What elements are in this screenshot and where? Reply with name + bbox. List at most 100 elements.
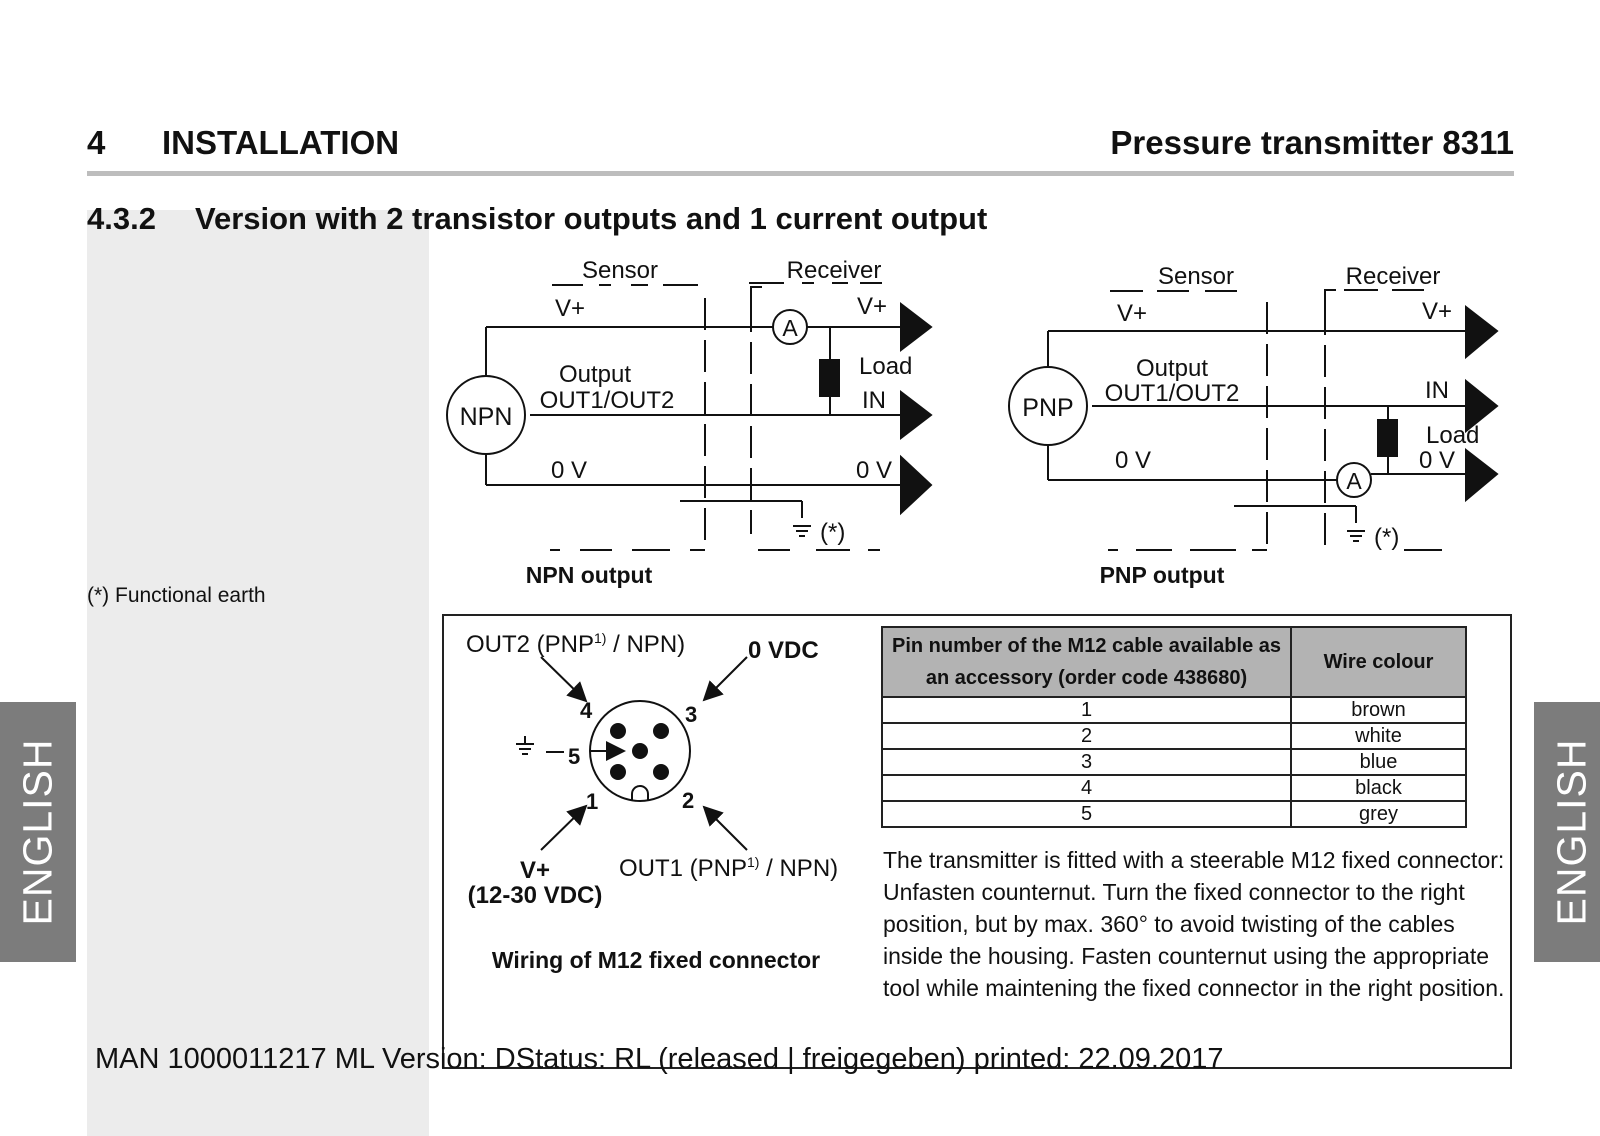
earth-icon (793, 525, 811, 537)
pin-colour-table: Pin number of the M12 cable available as… (881, 626, 1467, 828)
pnp-in-label: IN (1425, 377, 1449, 404)
npn-diagram (446, 282, 933, 551)
column-header-pin: Pin number of the M12 cable available as… (881, 626, 1292, 698)
pin-cell: 2 (881, 722, 1292, 750)
npn-zero-v-right: 0 V (856, 457, 892, 484)
pin-dot (610, 764, 626, 780)
margin-column (87, 210, 429, 1136)
header-rule (87, 171, 1514, 176)
pin3-label: 3 (685, 702, 697, 727)
chapter-title: INSTALLATION (162, 124, 400, 161)
functional-earth-footnote: (*) Functional earth (87, 584, 266, 607)
pnp-load-label: Load (1426, 422, 1479, 449)
vplus-range-label: (12-30 VDC) (468, 882, 603, 909)
pnp-caption: PNP output (1100, 562, 1225, 588)
npn-output-label: Output (559, 361, 631, 388)
terminal-arrow-icon (900, 389, 933, 441)
pnp-zero-v-left: 0 V (1115, 447, 1151, 474)
arrow-pin3 (702, 656, 748, 702)
sensor-boundary (690, 298, 706, 551)
pnp-zero-v-right: 0 V (1419, 447, 1455, 474)
colour-cell: brown (1290, 696, 1467, 724)
instruction-steps: Unfasten counternut. Turn the fixed conn… (883, 879, 1505, 1001)
npn-earth-note: (*) (820, 519, 845, 546)
npn-ammeter-label: A (782, 315, 798, 341)
ammeter-icon (772, 309, 808, 345)
npn-vplus-right: V+ (857, 293, 887, 320)
pin4-label: 4 (580, 698, 593, 723)
language-tab-left: ENGLISH (0, 702, 76, 962)
connector-panel (442, 614, 1512, 1069)
pin-cell: 4 (881, 774, 1292, 802)
load-resistor (819, 359, 840, 397)
language-tab-right: ENGLISH (1534, 702, 1600, 962)
vplus-label: V+ (520, 857, 550, 884)
pin-dot (610, 723, 626, 739)
document-footer: MAN 1000011217 ML Version: DStatus: RL (… (95, 1043, 1224, 1075)
receiver-boundary (750, 286, 762, 534)
npn-caption: NPN output (526, 562, 653, 588)
arrow-pin1 (540, 804, 588, 851)
zero-vdc-label: 0 VDC (748, 637, 819, 664)
column-header-colour: Wire colour (1290, 626, 1467, 698)
out1-label: OUT1 (PNP1) / NPN) (619, 854, 838, 882)
pin-dot (632, 743, 648, 759)
sensor-boundary (1252, 302, 1268, 551)
pnp-vplus-right: V+ (1422, 298, 1452, 325)
terminal-arrow-icon (900, 301, 933, 353)
pin-cell: 3 (881, 748, 1292, 776)
npn-in-label: IN (862, 387, 886, 414)
arrow-pin2 (702, 805, 748, 851)
pnp-device-label: PNP (1022, 394, 1073, 422)
terminal-arrow-icon (1465, 304, 1499, 360)
npn-transistor-circle (446, 375, 526, 455)
pnp-vplus-left: V+ (1117, 300, 1147, 327)
pnp-diagram (1008, 289, 1499, 551)
npn-vplus-left: V+ (555, 295, 585, 322)
earth-icon (1347, 530, 1365, 542)
load-resistor (1377, 419, 1398, 457)
chapter-number: 4 (87, 124, 106, 161)
table-header-row: Pin number of the M12 cable available as… (881, 626, 1467, 698)
pin-dot (653, 764, 669, 780)
npn-receiver-label: Receiver (787, 257, 882, 284)
pnp-receiver-label: Receiver (1346, 263, 1441, 290)
pnp-ammeter-label: A (1346, 468, 1362, 494)
ammeter-icon (1336, 462, 1372, 498)
pin-dot (653, 723, 669, 739)
section-title: Version with 2 transistor outputs and 1 … (195, 201, 988, 236)
out2-label: OUT2 (PNP1) / NPN) (466, 630, 685, 658)
pin-contacts (610, 723, 669, 780)
colour-cell: black (1290, 774, 1467, 802)
connector-key (631, 785, 649, 801)
npn-device-label: NPN (460, 403, 513, 431)
pin5-label: 5 (568, 744, 580, 769)
pnp-output-label: Output (1136, 355, 1208, 382)
npn-sensor-label: Sensor (582, 257, 658, 284)
pin-cell: 1 (881, 696, 1292, 724)
terminal-arrow-icon (1465, 378, 1499, 434)
instruction-intro: The transmitter is fitted with a steerab… (883, 847, 1505, 873)
terminal-arrow-icon (900, 454, 933, 516)
product-title: Pressure transmitter 8311 (1110, 124, 1514, 161)
pnp-transistor-circle (1008, 366, 1088, 446)
instruction-text: The transmitter is fitted with a steerab… (883, 844, 1508, 1004)
section-number: 4.3.2 (87, 201, 156, 236)
npn-load-label: Load (859, 353, 912, 380)
pin1-label: 1 (586, 789, 598, 814)
connector-caption: Wiring of M12 fixed connector (492, 947, 820, 973)
pin2-label: 2 (682, 788, 694, 813)
pnp-sensor-label: Sensor (1158, 263, 1234, 290)
colour-cell: white (1290, 722, 1467, 750)
npn-output-channels: OUT1/OUT2 (540, 387, 675, 414)
pin-cell: 5 (881, 800, 1292, 828)
pnp-earth-note: (*) (1374, 524, 1399, 551)
earth-icon (516, 736, 534, 755)
